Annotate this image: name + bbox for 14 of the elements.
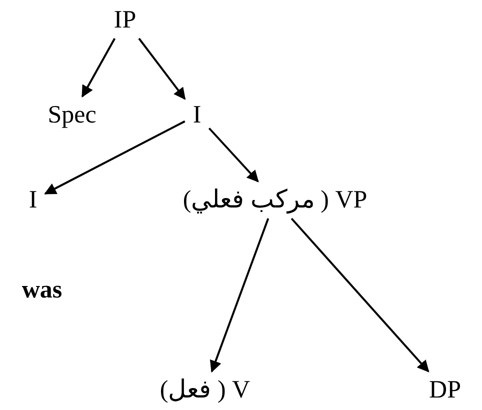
- arrow: [210, 218, 270, 373]
- tree-node-label: Spec: [40, 96, 104, 134]
- tree-node-label: DP: [421, 372, 469, 408]
- arrow: [138, 38, 186, 100]
- arrow: [208, 128, 259, 182]
- arrow: [81, 38, 116, 98]
- arrow: [290, 218, 430, 372]
- arrow: [44, 120, 186, 195]
- tree-node-label: VP ( مركب فعلي): [174, 182, 376, 218]
- tree-node-label: IP: [106, 2, 144, 38]
- tree-node-label: V ( فعل): [152, 372, 258, 408]
- tree-node-label: I: [184, 96, 210, 134]
- word-label: was: [22, 278, 62, 302]
- tree-node-label: I: [20, 182, 46, 218]
